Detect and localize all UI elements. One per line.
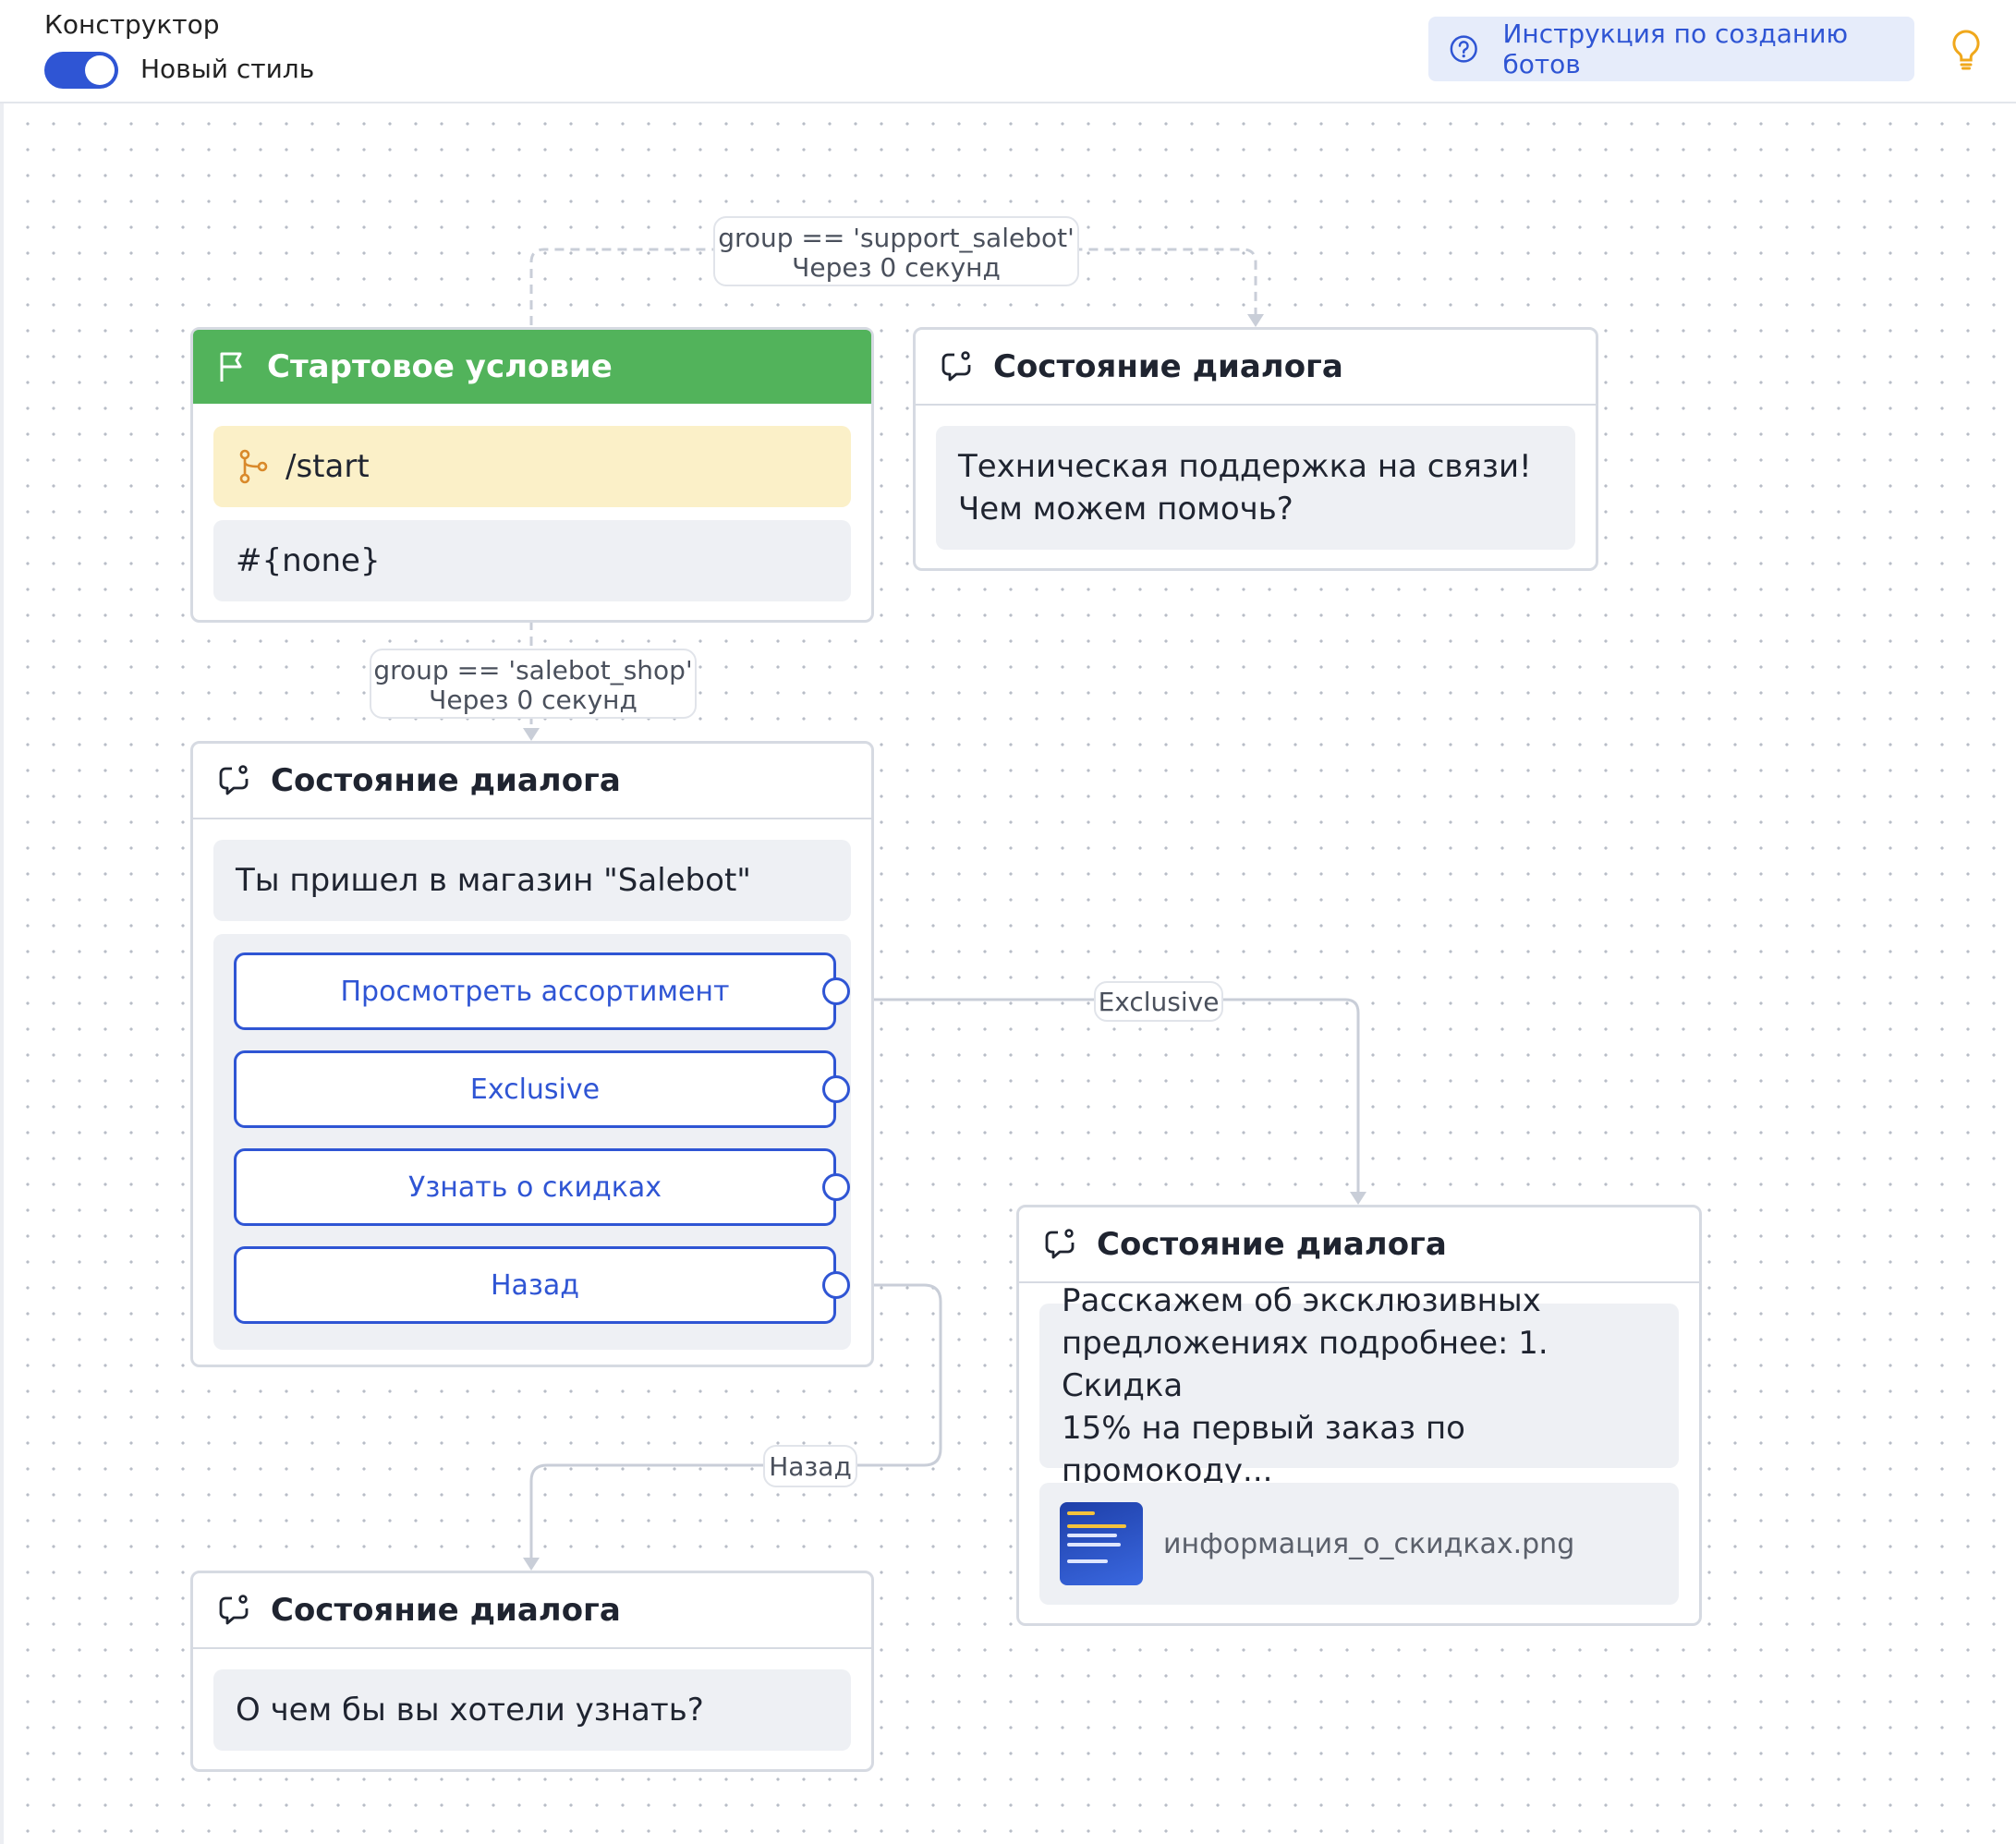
shop-dialog-node[interactable]: Состояние диалога Ты пришел в магазин "S…	[190, 741, 874, 1367]
button-label: Назад	[490, 1268, 580, 1302]
chat-bubble-icon	[1045, 1229, 1075, 1259]
attachment-block[interactable]: информация_о_скидках.png	[1039, 1483, 1679, 1605]
button-label: Просмотреть ассортимент	[340, 975, 730, 1008]
edge-delay: Через 0 секунд	[792, 252, 1001, 283]
attachment-thumbnail	[1060, 1502, 1143, 1585]
button-exclusive[interactable]: Exclusive	[234, 1050, 850, 1128]
bot-guide-button[interactable]: Инструкция по созданию ботов	[1428, 17, 1914, 81]
exclusive-dialog-node[interactable]: Состояние диалога Расскажем об эксклюзив…	[1016, 1205, 1702, 1626]
edge-back	[529, 1283, 942, 1558]
support-node-title: Состояние диалога	[993, 348, 1343, 385]
start-extra[interactable]: #{none}	[213, 520, 851, 601]
arrow-exclusive	[1350, 1192, 1366, 1205]
button-port[interactable]	[822, 1075, 850, 1103]
edge-condition: group == 'support_salebot'	[718, 223, 1075, 253]
edge-label-shop[interactable]: group == 'salebot_shop' Через 0 секунд	[370, 649, 697, 719]
canvas-left-border	[0, 0, 4, 1844]
edge-delay: Через 0 секунд	[429, 685, 638, 715]
button-view-catalog[interactable]: Просмотреть ассортимент	[234, 952, 850, 1030]
flag-icon	[220, 352, 242, 382]
arrow-shop	[523, 728, 540, 741]
exclusive-node-title: Состояние диалога	[1097, 1226, 1447, 1263]
support-message-line: Техническая поддержка на связи!	[958, 448, 1532, 485]
exclusive-node-header: Состояние диалога	[1019, 1207, 1699, 1283]
exclusive-message-line: Расскажем об эксклюзивных	[1062, 1282, 1541, 1319]
exclusive-message-line: 15% на первый заказ по промокоду...	[1062, 1410, 1465, 1489]
back-dialog-node[interactable]: Состояние диалога О чем бы вы хотели узн…	[190, 1571, 874, 1772]
new-style-label: Новый стиль	[140, 54, 315, 84]
edge-condition: group == 'salebot_shop'	[373, 655, 693, 685]
arrow-back	[523, 1558, 540, 1571]
back-node-header: Состояние диалога	[193, 1573, 871, 1649]
shop-message[interactable]: Ты пришел в магазин "Salebot"	[213, 840, 851, 921]
start-node[interactable]: Стартовое условие /start #{none}	[190, 327, 874, 623]
start-node-header: Стартовое условие	[193, 330, 871, 404]
top-bar: Конструктор Новый стиль Инструкция по со…	[0, 0, 2016, 103]
back-message[interactable]: О чем бы вы хотели узнать?	[213, 1669, 851, 1751]
exclusive-message-line: предложениях подробнее: 1. Скидка	[1062, 1325, 1548, 1404]
support-dialog-node[interactable]: Состояние диалога Техническая поддержка …	[913, 327, 1598, 571]
page-title: Конструктор	[44, 9, 220, 40]
button-port[interactable]	[822, 977, 850, 1005]
button-back[interactable]: Назад	[234, 1246, 850, 1324]
support-message[interactable]: Техническая поддержка на связи! Чем може…	[936, 426, 1575, 550]
help-circle-icon	[1450, 35, 1477, 63]
edge-label-support[interactable]: group == 'support_salebot' Через 0 секун…	[713, 216, 1079, 286]
start-condition[interactable]: /start	[213, 426, 851, 507]
button-label: Exclusive	[469, 1073, 601, 1106]
exclusive-message[interactable]: Расскажем об эксклюзивных предложениях п…	[1039, 1282, 1679, 1489]
arrow-support	[1247, 314, 1264, 327]
start-node-title: Стартовое условие	[267, 348, 613, 385]
attachment-filename: информация_о_скидках.png	[1163, 1527, 1575, 1560]
toggle-knob	[85, 55, 115, 85]
shop-buttons-panel: Просмотреть ассортимент Exclusive Узнать…	[213, 934, 851, 1350]
branch-icon	[239, 449, 268, 484]
button-discounts[interactable]: Узнать о скидках	[234, 1148, 850, 1226]
chat-bubble-icon	[219, 1595, 249, 1625]
button-label: Узнать о скидках	[408, 1171, 662, 1204]
edge-label-exclusive[interactable]: Exclusive	[1094, 981, 1223, 1022]
shop-node-header: Состояние диалога	[193, 744, 871, 819]
chat-bubble-icon	[941, 351, 971, 382]
new-style-toggle[interactable]	[44, 52, 118, 89]
back-node-title: Состояние диалога	[271, 1592, 621, 1629]
edge-exclusive	[830, 998, 1360, 1192]
start-condition-text: /start	[285, 448, 370, 485]
support-message-line: Чем можем помочь?	[958, 491, 1293, 528]
chat-bubble-icon	[219, 765, 249, 795]
support-node-header: Состояние диалога	[916, 330, 1596, 406]
bot-guide-label: Инструкция по созданию ботов	[1502, 18, 1849, 79]
button-port[interactable]	[822, 1271, 850, 1299]
button-port[interactable]	[822, 1173, 850, 1201]
edge-label-back[interactable]: Назад	[763, 1445, 857, 1487]
lightbulb-icon[interactable]	[1948, 28, 1985, 70]
shop-node-title: Состояние диалога	[271, 762, 621, 799]
